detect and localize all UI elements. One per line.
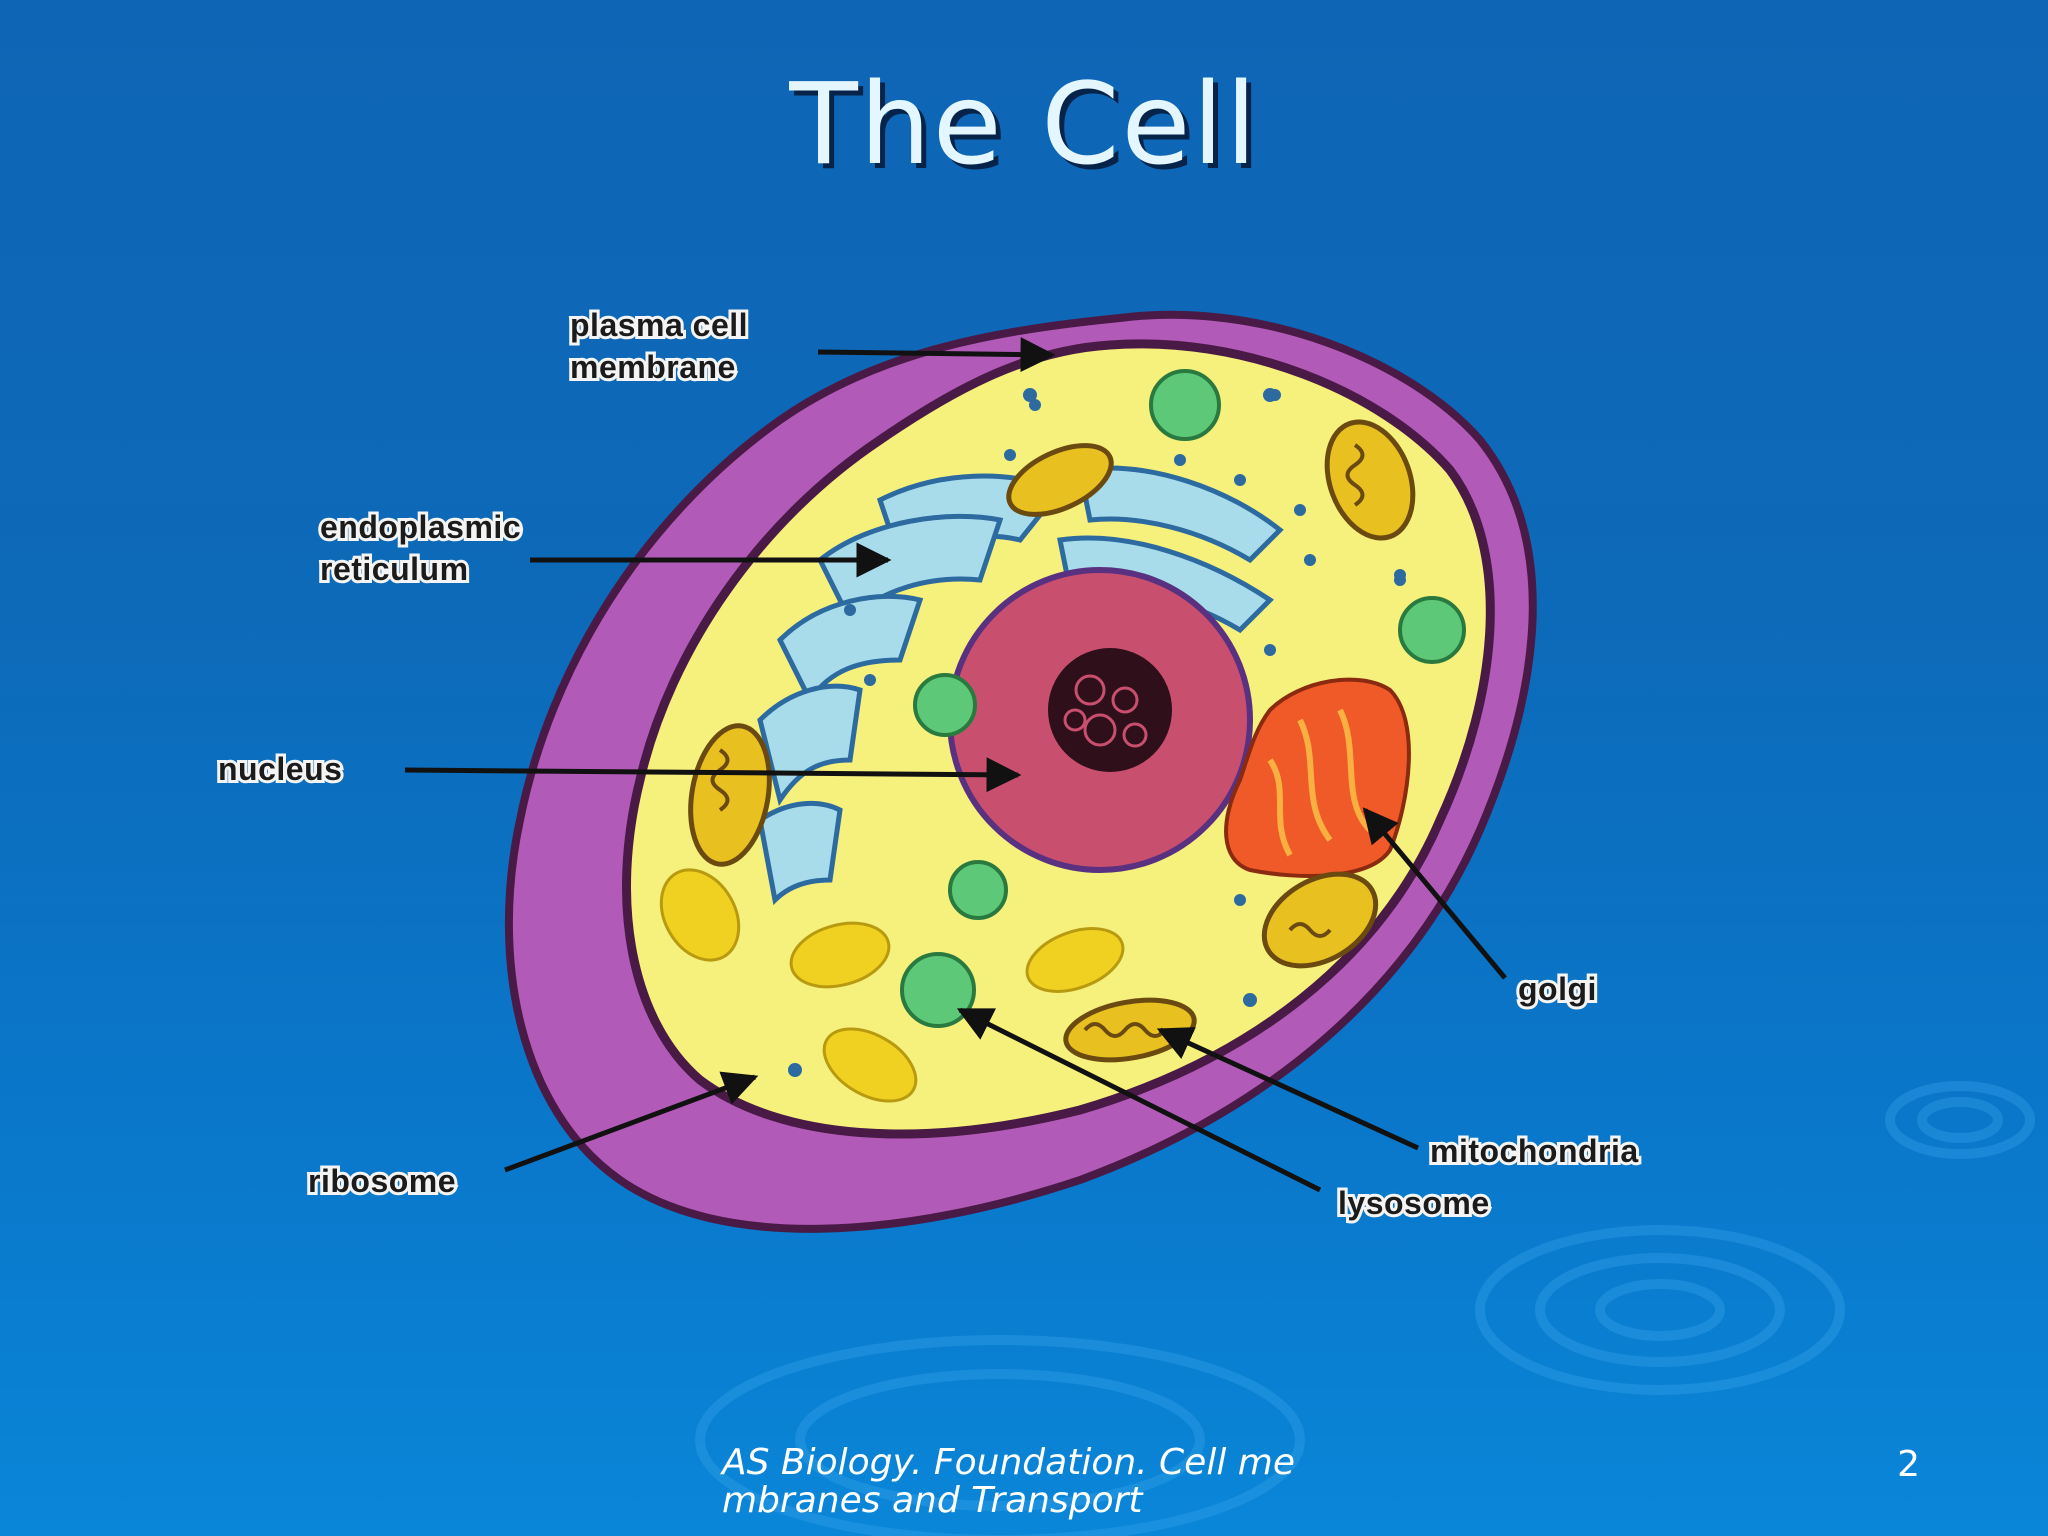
arrow-ribosome <box>504 1071 759 1173</box>
label-er-line2: reticulum <box>320 551 469 587</box>
mitochondria-cristae <box>710 443 1365 1038</box>
slide-number: 2 <box>1897 1444 1920 1485</box>
nucleolus <box>1048 648 1172 772</box>
label-mitochondria: mitochondria <box>1430 1133 1639 1169</box>
label-lysosome: lysosome <box>1338 1185 1490 1221</box>
footer-line-2: mbranes and Transport <box>722 1480 1143 1521</box>
mitochondria-group <box>688 419 1416 1063</box>
arrow-golgi <box>1362 807 1507 980</box>
ribosomes <box>788 389 1406 1077</box>
arrow-lysosome <box>956 1007 1322 1193</box>
label-ribosome: ribosome <box>308 1163 456 1199</box>
label-plasma-membrane-line1: plasma cell <box>570 307 748 343</box>
label-golgi: golgi <box>1518 971 1597 1007</box>
label-nucleus: nucleus <box>218 751 342 787</box>
slide-footer: AS Biology. Foundation. Cell me mbranes … <box>722 1444 1322 1520</box>
vesicles <box>659 868 1125 1103</box>
chromatin <box>1063 674 1148 748</box>
arrow-mitochondria <box>1156 1027 1420 1151</box>
footer-line-1: AS Biology. Foundation. Cell me <box>722 1442 1295 1483</box>
label-plasma-membrane-line2: membrane <box>570 349 736 385</box>
label-er-line1: endoplasmic <box>320 509 521 545</box>
lysosomes <box>900 369 1466 1028</box>
arrow-plasma-membrane <box>817 337 1056 373</box>
slide-title: The Cell <box>789 60 1259 190</box>
arrow-nucleus <box>404 757 1022 793</box>
